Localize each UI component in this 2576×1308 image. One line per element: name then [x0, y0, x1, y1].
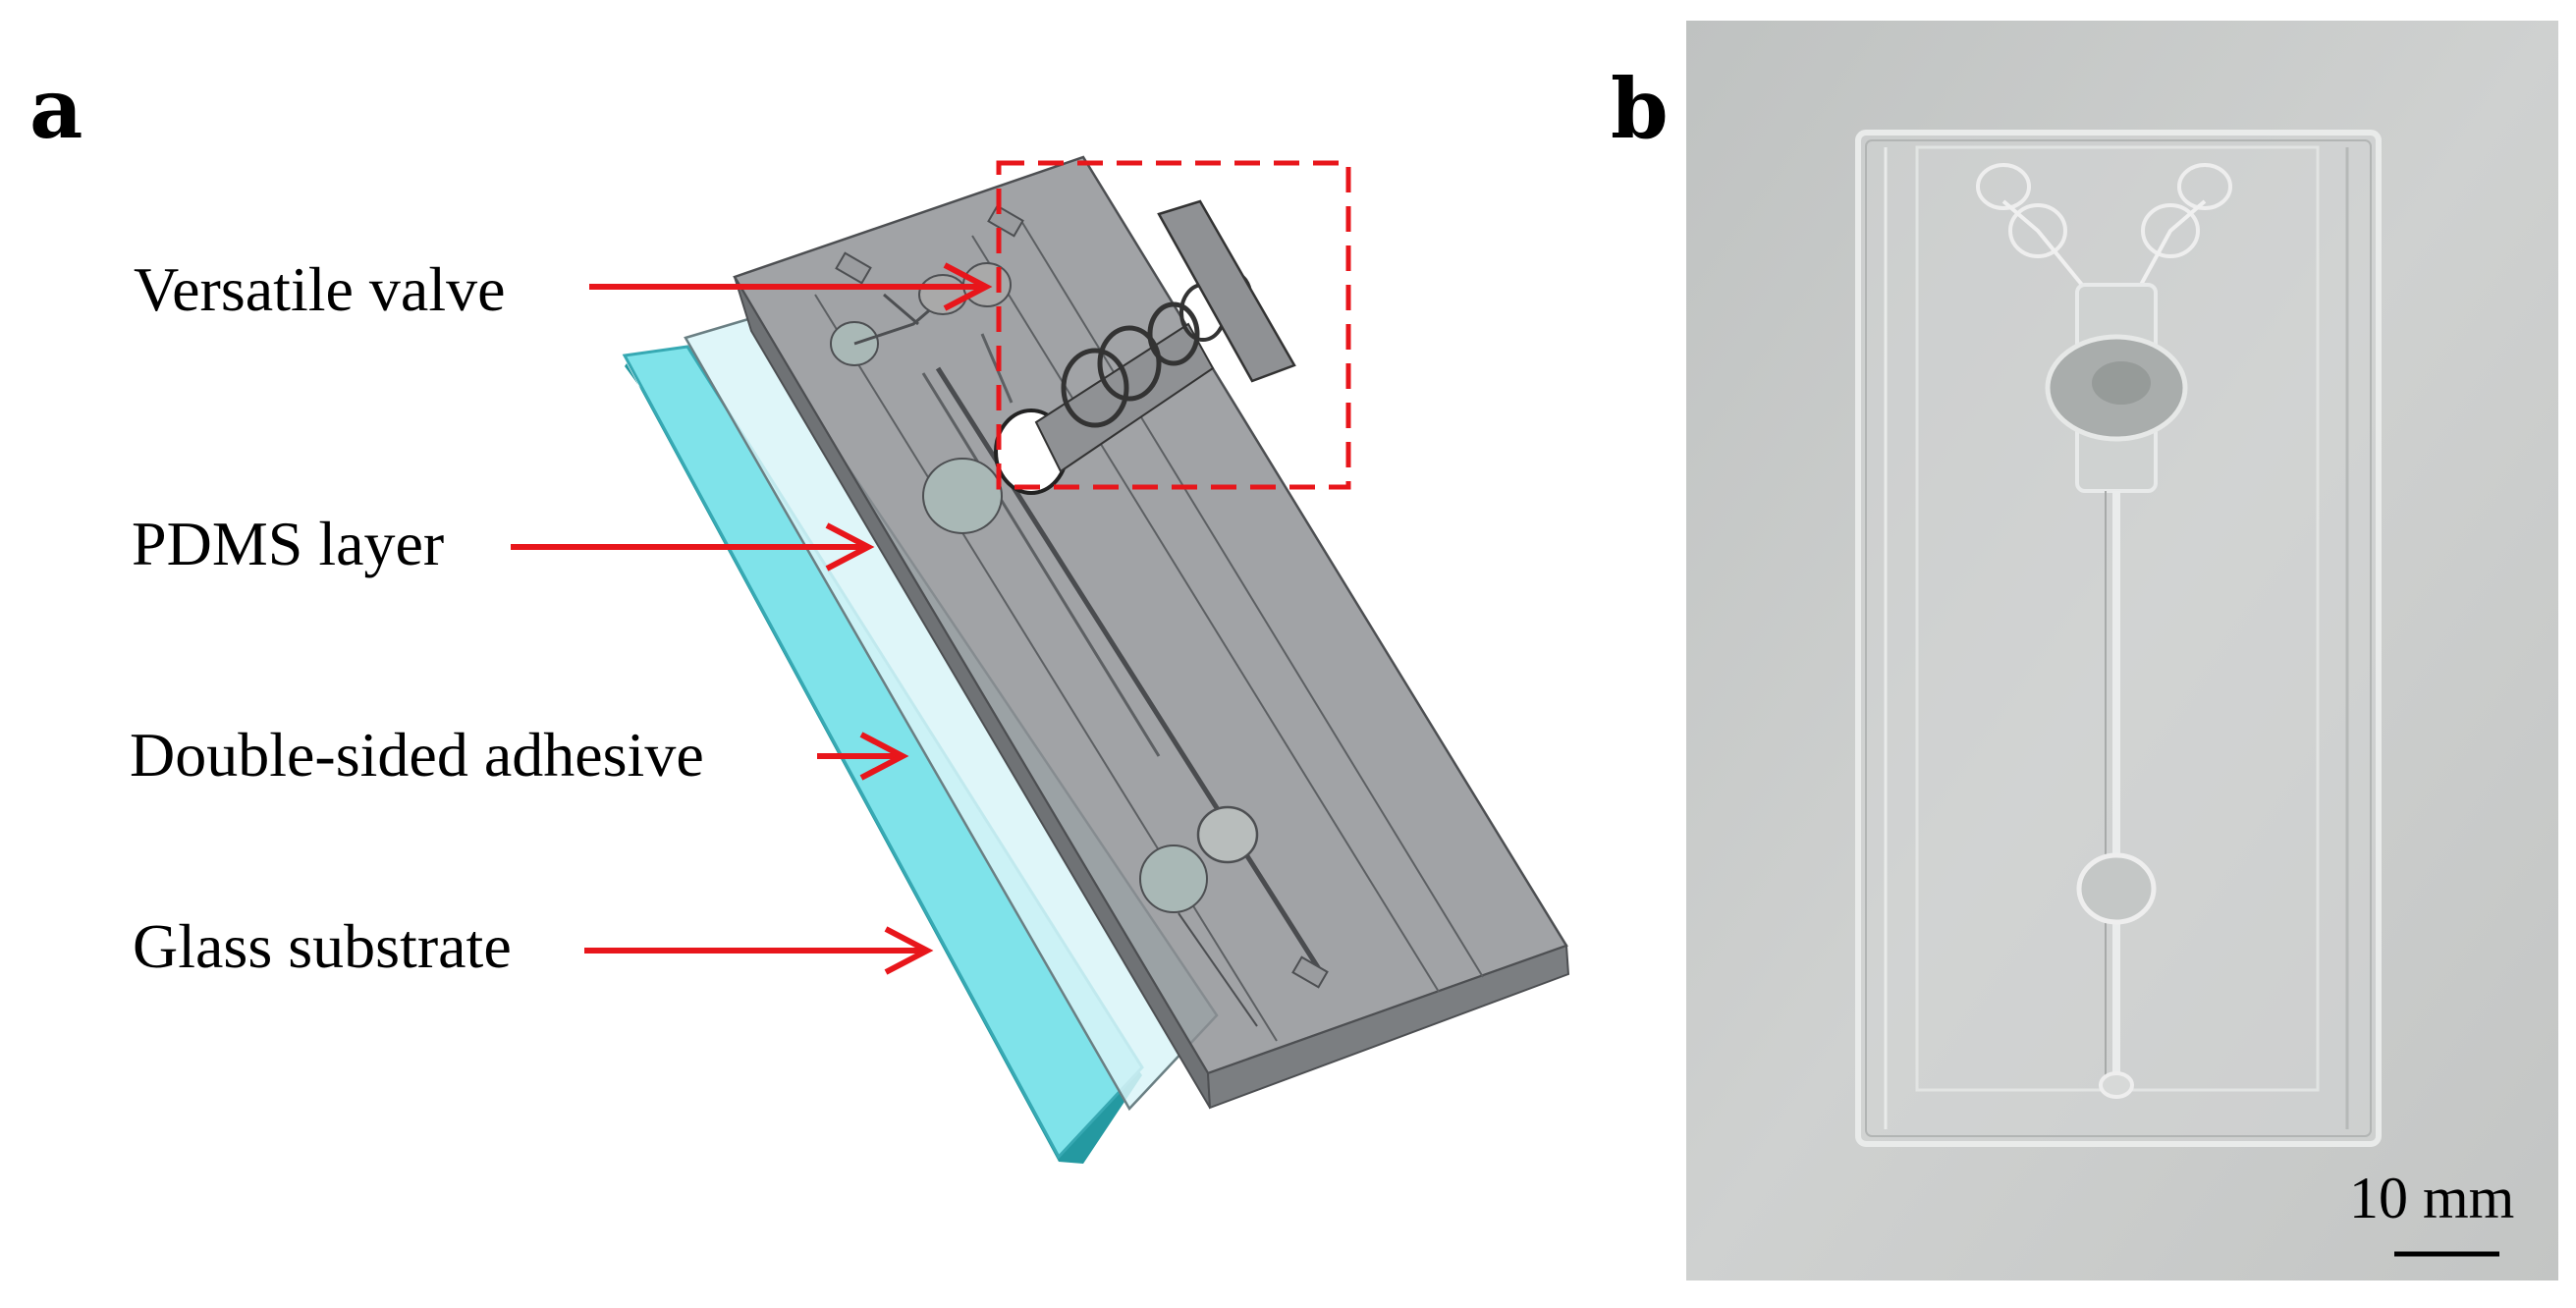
device-photo — [1855, 130, 2382, 1147]
valve-highlight-box — [996, 160, 1351, 490]
callout-glass-substrate: Glass substrate — [133, 911, 512, 981]
callout-versatile-valve: Versatile valve — [134, 254, 506, 324]
callout-double-sided-adhesive: Double-sided adhesive — [130, 720, 704, 790]
panel-a-label: a — [29, 60, 82, 157]
pdms-block — [733, 155, 1570, 1110]
panel-b: b — [1611, 21, 2558, 1281]
valve-assembly — [994, 199, 1296, 495]
panel-b-label: b — [1611, 60, 1669, 157]
arrow-glass-substrate-head — [884, 926, 934, 975]
callout-pdms-layer: PDMS layer — [132, 509, 444, 578]
arrow-double-sided-adhesive-head — [859, 732, 909, 781]
scale-bar-label: 10 mm — [2349, 1166, 2514, 1230]
arrow-pdms-layer-head — [825, 522, 875, 572]
arrow-versatile-valve-head — [943, 262, 993, 311]
panel-a: a — [29, 60, 1570, 1164]
